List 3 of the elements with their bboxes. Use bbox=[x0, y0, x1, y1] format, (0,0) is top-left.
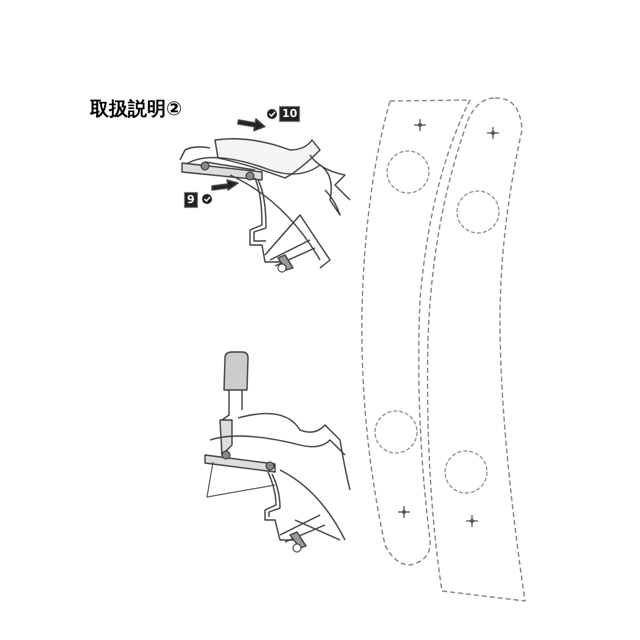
callout-number: 9 bbox=[184, 192, 198, 208]
callout-number: 10 bbox=[279, 106, 300, 122]
title: 取扱説明② bbox=[90, 97, 182, 122]
